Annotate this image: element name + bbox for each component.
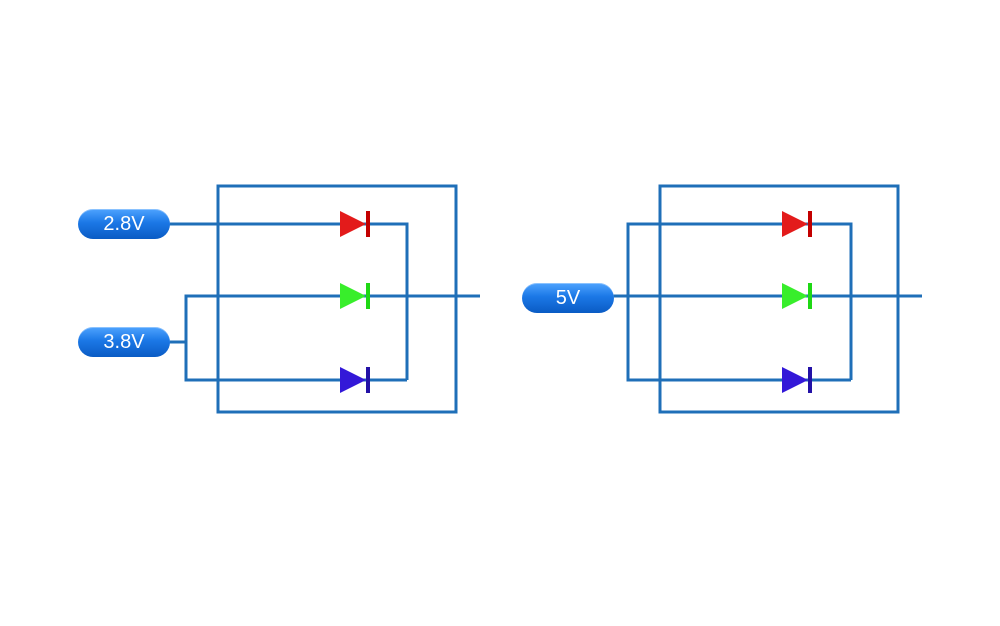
right-circuit xyxy=(610,184,922,414)
right-diode-blue xyxy=(782,367,812,393)
right-diode-green xyxy=(782,283,812,309)
right-enclosure xyxy=(658,184,900,414)
left-wire-blue xyxy=(184,342,407,382)
right-diode-red xyxy=(782,211,812,237)
right-wire-red xyxy=(626,222,853,380)
left-wire-red xyxy=(168,222,409,380)
left-circuit xyxy=(168,184,480,414)
right-wire-blue xyxy=(626,296,851,382)
label-5v: 5V xyxy=(522,283,614,313)
label-3-8v: 3.8V xyxy=(78,327,170,357)
left-wire-green xyxy=(168,294,480,344)
label-2-8v: 2.8V xyxy=(78,209,170,239)
left-diode-red xyxy=(340,211,370,237)
left-enclosure xyxy=(216,184,458,414)
left-diode-green xyxy=(340,283,370,309)
left-diode-blue xyxy=(340,367,370,393)
